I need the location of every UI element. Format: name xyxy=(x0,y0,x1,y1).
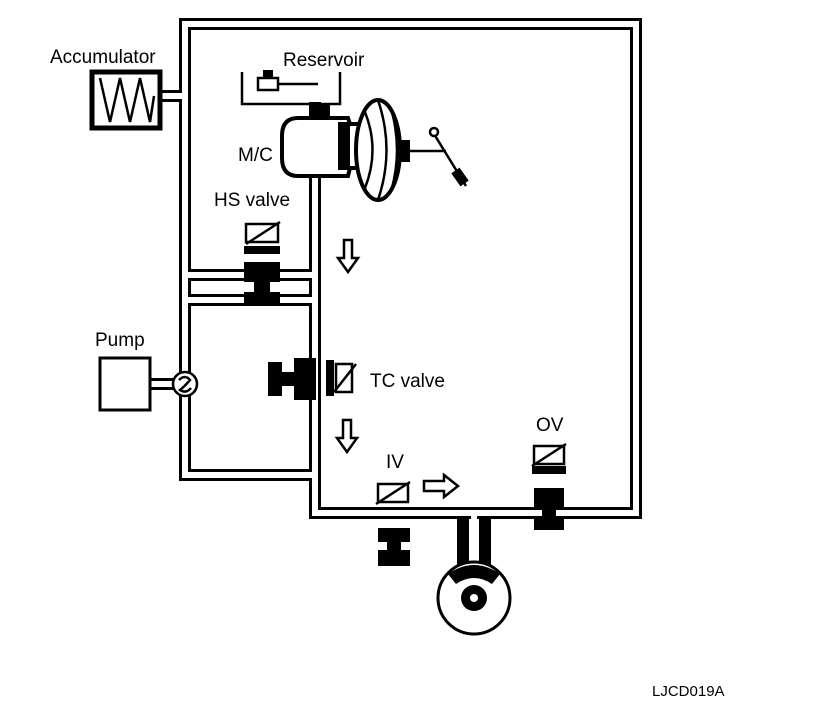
iv-valve xyxy=(375,480,411,566)
flow-arrow-right xyxy=(422,472,461,500)
reservoir xyxy=(240,70,342,120)
flow-arrow-down-upper xyxy=(335,238,361,275)
pump xyxy=(171,370,199,398)
pump-label: Pump xyxy=(95,330,145,351)
brake-booster xyxy=(354,98,410,202)
wheel-cylinder xyxy=(436,560,512,636)
accumulator xyxy=(89,69,163,131)
brake-pedal xyxy=(410,126,469,187)
figure-code: LJCD019A xyxy=(652,683,725,700)
tc-valve-label: TC valve xyxy=(370,371,445,392)
tc-valve xyxy=(268,358,357,400)
accumulator-label: Accumulator xyxy=(50,47,156,68)
mc-label: M/C xyxy=(238,145,273,166)
master-cylinder xyxy=(280,116,362,178)
reservoir-label: Reservoir xyxy=(283,50,365,71)
iv-label: IV xyxy=(386,452,404,473)
pump-motor xyxy=(98,356,152,412)
hs-valve xyxy=(244,220,281,306)
hydraulic-piping xyxy=(144,18,642,586)
ov-valve xyxy=(531,442,567,530)
hs-valve-label: HS valve xyxy=(214,190,290,211)
flow-arrow-down-lower xyxy=(334,418,360,455)
ov-label: OV xyxy=(536,415,564,436)
